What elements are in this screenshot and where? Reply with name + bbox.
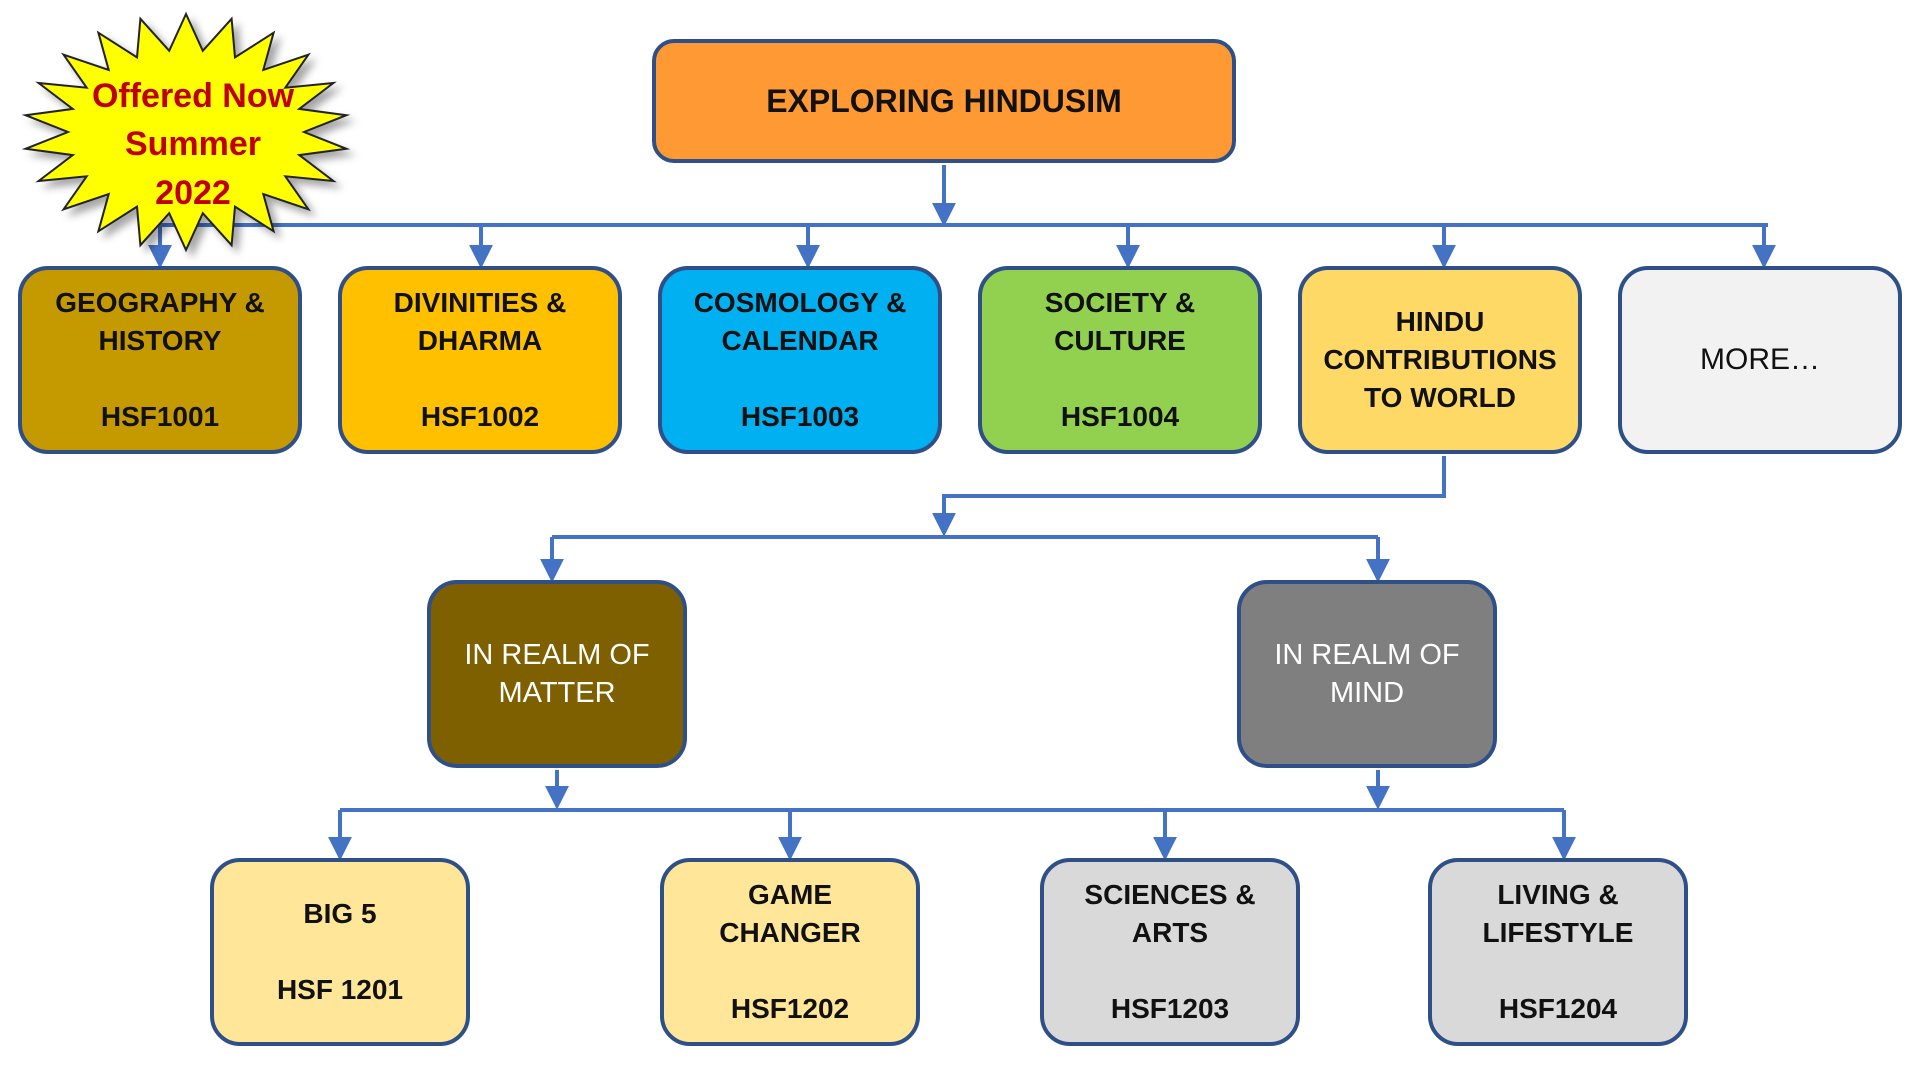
course-game-changer: GAME CHANGER HSF1202 bbox=[660, 858, 920, 1046]
root-title: EXPLORING HINDUSIM bbox=[766, 83, 1122, 119]
course-hindu-contributions: HINDU CONTRIBUTIONS TO WORLD bbox=[1298, 266, 1582, 454]
course-code: HSF 1201 bbox=[276, 974, 404, 1005]
root-node-exploring-hinduism: EXPLORING HINDUSIM bbox=[652, 39, 1236, 163]
realm-title: IN REALM OF MATTER bbox=[464, 639, 650, 709]
course-title: SCIENCES & ARTS bbox=[1084, 879, 1256, 948]
course-code: HSF1002 bbox=[420, 401, 540, 432]
course-code: HSF1202 bbox=[730, 993, 850, 1024]
realm-of-mind-node: IN REALM OF MIND bbox=[1237, 580, 1497, 768]
course-society-culture: SOCIETY & CULTURE HSF1004 bbox=[978, 266, 1262, 454]
starburst-icon bbox=[21, 11, 351, 253]
course-code: HSF1003 bbox=[740, 401, 860, 432]
course-big-5: BIG 5 HSF 1201 bbox=[210, 858, 470, 1046]
course-title: SOCIETY & CULTURE bbox=[1044, 287, 1196, 356]
badge-line-1: Offered Now bbox=[91, 77, 295, 115]
course-code: HSF1001 bbox=[100, 401, 220, 432]
realm-of-matter-node: IN REALM OF MATTER bbox=[427, 580, 687, 768]
course-title: BIG 5 bbox=[303, 898, 377, 929]
realm-title: IN REALM OF MIND bbox=[1274, 639, 1460, 709]
more-courses-node: MORE… bbox=[1618, 266, 1902, 454]
course-code: HSF1004 bbox=[1060, 401, 1180, 432]
course-sciences-arts: SCIENCES & ARTS HSF1203 bbox=[1040, 858, 1300, 1046]
course-code: HSF1203 bbox=[1110, 993, 1230, 1024]
course-living-lifestyle: LIVING & LIFESTYLE HSF1204 bbox=[1428, 858, 1688, 1046]
badge-line-3: 2022 bbox=[155, 174, 231, 212]
course-title: GAME CHANGER bbox=[719, 879, 861, 948]
course-geography-history: GEOGRAPHY & HISTORY HSF1001 bbox=[18, 266, 302, 454]
course-code: HSF1204 bbox=[1498, 993, 1618, 1024]
course-title: GEOGRAPHY & HISTORY bbox=[55, 287, 265, 356]
course-title: DIVINITIES & DHARMA bbox=[393, 287, 567, 356]
course-cosmology-calendar: COSMOLOGY & CALENDAR HSF1003 bbox=[658, 266, 942, 454]
more-label: MORE… bbox=[1700, 343, 1820, 376]
offered-now-badge: Offered Now Summer 2022 bbox=[18, 10, 363, 265]
course-title: COSMOLOGY & CALENDAR bbox=[693, 287, 907, 356]
course-title: HINDU CONTRIBUTIONS TO WORLD bbox=[1323, 306, 1557, 413]
course-divinities-dharma: DIVINITIES & DHARMA HSF1002 bbox=[338, 266, 622, 454]
course-title: LIVING & LIFESTYLE bbox=[1482, 879, 1634, 948]
badge-line-2: Summer bbox=[124, 125, 262, 163]
